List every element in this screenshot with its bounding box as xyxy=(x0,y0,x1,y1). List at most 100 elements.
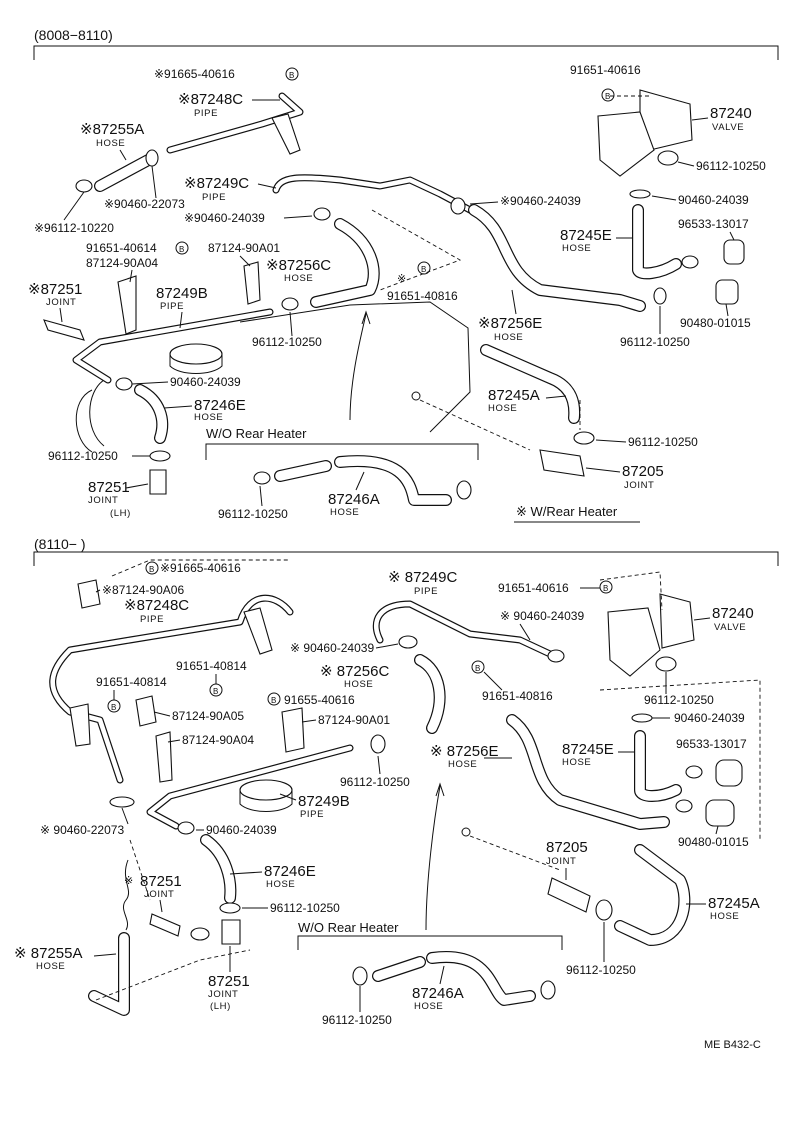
label-90460-22073: ※90460-22073 xyxy=(104,197,185,211)
label-87255a: ※87255A xyxy=(80,121,144,138)
label-b-87245a: 87245A xyxy=(708,895,760,912)
clamp-96112-10250-d xyxy=(657,150,679,166)
label-91651-40614: 91651-40614 xyxy=(86,241,157,255)
hose-87246a-straight-b xyxy=(373,957,425,981)
label-b-87124-90a06: ※87124-90A06 xyxy=(102,583,184,597)
clamp-bracket xyxy=(271,113,301,155)
label-b-87124-90a04: 87124-90A04 xyxy=(182,733,254,747)
squiggle-line xyxy=(122,859,130,931)
b-letter-6: B xyxy=(603,584,608,593)
label-87249b-sub: PIPE xyxy=(160,301,184,312)
grommet-96533-13017 xyxy=(723,239,745,265)
label-87251-b: 87251 xyxy=(88,479,130,496)
hose-87245a-b xyxy=(615,845,690,945)
hose-87246a-b xyxy=(427,952,535,1005)
label-b-87256e-sub: HOSE xyxy=(448,759,477,770)
label-87246e-sub: HOSE xyxy=(194,412,223,423)
clamp-96112-10250-e xyxy=(653,287,667,305)
routing-line-2 xyxy=(371,209,462,291)
label-b-87124-90a01: 87124-90A01 xyxy=(318,713,390,727)
label-87245a-sub: HOSE xyxy=(488,403,517,414)
label-87246a: 87246A xyxy=(328,491,380,508)
clamp-90460-24039-d xyxy=(629,189,651,199)
arrow-head xyxy=(361,310,371,325)
b-letter-1: B xyxy=(289,71,294,80)
clamp-96112-10250-c xyxy=(253,471,271,485)
label-b-96112-10250-e: 96112-10250 xyxy=(322,1013,392,1027)
label-96112-10250-d: 96112-10250 xyxy=(696,159,766,173)
label-96533-13017: 96533-13017 xyxy=(678,217,749,231)
b-marker-9 xyxy=(267,692,281,706)
caption-wo-rear-heater-top: W/O Rear Heater xyxy=(206,426,307,441)
b-letter-7: B xyxy=(111,703,116,712)
section-bottom-bracket xyxy=(33,551,779,566)
label-b-91655-40616: 91655-40616 xyxy=(284,693,355,707)
label-96112-10250-f: 96112-10250 xyxy=(628,435,698,449)
top-diagram xyxy=(43,67,745,523)
label-90460-24039-d: 90460-24039 xyxy=(678,193,749,207)
label-b-90460-22073: ※ 90460-22073 xyxy=(40,823,124,837)
label-b-87249c: ※ 87249C xyxy=(388,569,457,586)
clamp-90460-24039-h xyxy=(177,821,195,835)
bottom-labels: B ※91665-40616 ※87124-90A06 ※87248C PIPE… xyxy=(14,561,761,1051)
joint-87251-lh xyxy=(149,469,167,495)
clamp-90460-24039-e xyxy=(398,635,418,649)
label-b-90480-01015: 90480-01015 xyxy=(678,835,749,849)
b-letter-3: B xyxy=(421,265,426,274)
label-91651-40816: 91651-40816 xyxy=(387,289,458,303)
b-letter-10: B xyxy=(475,664,480,673)
routing-line xyxy=(419,399,531,451)
label-87256e-sub: HOSE xyxy=(494,332,523,343)
cap-bottom xyxy=(239,779,293,801)
clamp-96112-10250-j xyxy=(595,899,613,921)
routing-line-b1 xyxy=(111,559,290,577)
joint-87205-b xyxy=(547,877,591,913)
label-b-96112-10250-b: 96112-10250 xyxy=(340,775,410,789)
b-letter-8: B xyxy=(213,687,218,696)
label-87256e: ※87256E xyxy=(478,315,542,332)
label-87240-sub: VALVE xyxy=(712,122,744,133)
label-87256c-sub: HOSE xyxy=(284,273,313,284)
grommet-96533-13017-b xyxy=(715,759,743,787)
label-b-90460-24039-a: ※ 90460-24039 xyxy=(500,609,584,623)
b-letter-2: B xyxy=(179,245,184,254)
label-b-96533-13017: 96533-13017 xyxy=(676,737,747,751)
hose-87255a xyxy=(95,153,157,191)
label-b-87251: 87251 xyxy=(140,873,182,890)
b-marker-6 xyxy=(599,580,613,594)
clamp-96112-10250-m xyxy=(540,980,556,1000)
wo-rear-heater-bracket-bottom xyxy=(297,935,563,950)
caption-wo-rear-heater-bottom: W/O Rear Heater xyxy=(298,920,399,935)
bottom-mark: ※ xyxy=(124,875,133,887)
routing-line-b3 xyxy=(469,835,561,871)
wo-rear-heater-bracket-top xyxy=(205,443,479,460)
label-87256c: ※87256C xyxy=(266,257,331,274)
grommet-90480-01015 xyxy=(715,279,739,305)
label-b-87256c-sub: HOSE xyxy=(344,679,373,690)
label-91651-40616: 91651-40616 xyxy=(570,63,641,77)
clamp-90460-24039-b xyxy=(450,197,466,215)
label-87245e-sub: HOSE xyxy=(562,243,591,254)
label-87251-b-sub2: (LH) xyxy=(110,508,131,519)
bottom-diagram xyxy=(49,559,761,1016)
label-96112-10220: ※96112-10220 xyxy=(34,221,114,235)
routing-line-b6 xyxy=(129,839,151,901)
clamp-90460-24039-g xyxy=(631,713,653,723)
b-marker-3 xyxy=(417,261,431,275)
label-b-90460-24039-b: ※ 90460-24039 xyxy=(290,641,374,655)
top-labels: ※91665-40616 B ※87248C PIPE ※87255A HOSE… xyxy=(28,63,766,521)
label-87246e: 87246E xyxy=(194,397,246,414)
b-marker-2 xyxy=(175,241,189,255)
label-b-87248c: ※87248C xyxy=(124,597,189,614)
clamp-joint-b xyxy=(190,927,210,941)
label-91665-40616: ※91665-40616 xyxy=(154,67,235,81)
hose-87246e xyxy=(135,385,168,443)
label-b-87256c: ※ 87256C xyxy=(320,663,389,680)
b-marker-10 xyxy=(471,660,485,674)
label-87248c: ※87248C xyxy=(178,91,243,108)
label-b-87240-sub: VALVE xyxy=(714,622,746,633)
section-bottom-label: (8110− ) xyxy=(34,536,86,552)
hose-87256e-b xyxy=(507,715,669,829)
hose-87246e-b xyxy=(201,835,236,903)
